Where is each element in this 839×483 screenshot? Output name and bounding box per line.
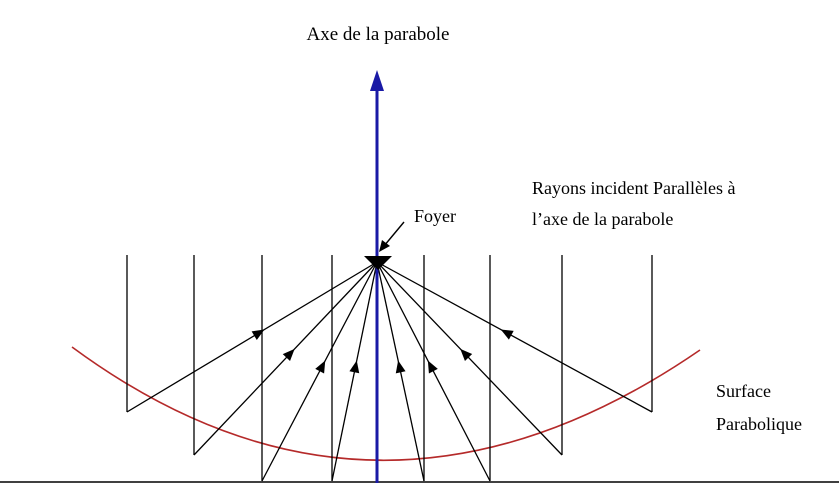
reflected-ray-arrow-3: [315, 360, 326, 374]
focus-pointer-arrowhead: [379, 240, 390, 252]
reflected-ray-8: [376, 261, 653, 413]
reflected-ray-1: [126, 261, 378, 413]
parabolic-surface: [71, 346, 701, 461]
reflected-ray-arrow-6: [427, 360, 438, 374]
reflected-ray-3: [261, 261, 378, 482]
reflected-ray-arrow-4: [349, 360, 360, 374]
reflected-ray-2: [193, 261, 378, 456]
rays-group: [126, 255, 653, 482]
rays-label-line1: Rayons incident Parallèles à: [532, 178, 735, 198]
reflected-ray-7: [376, 261, 563, 456]
reflected-ray-arrow-7: [460, 348, 473, 361]
surface-label-line2: Parabolique: [716, 414, 802, 434]
surface-label-line1: Surface: [716, 381, 771, 401]
reflected-ray-arrow-8: [500, 329, 514, 340]
axis-arrowhead: [370, 70, 384, 91]
axis-label: Axe de la parabole: [307, 24, 450, 45]
reflected-ray-6: [376, 261, 491, 482]
focus-pointer-line: [383, 221, 405, 247]
reflected-ray-arrow-1: [251, 329, 265, 340]
focus-point: [364, 256, 392, 270]
focus-label: Foyer: [414, 206, 456, 226]
reflected-ray-arrow-2: [282, 348, 295, 361]
rays-label-line2: l’axe de la parabole: [532, 209, 673, 229]
reflected-ray-arrow-5: [395, 360, 406, 374]
